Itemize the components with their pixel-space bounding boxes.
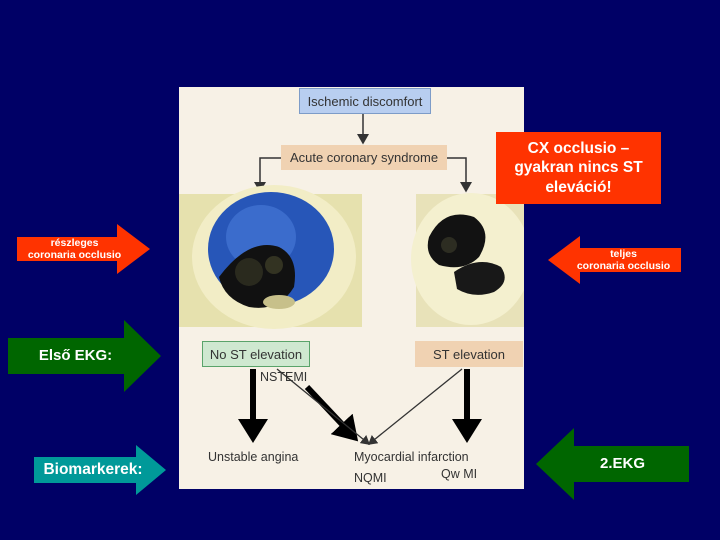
connector-acs-left xyxy=(254,157,281,193)
second-ekg-arrow xyxy=(536,428,689,500)
connector-st-to-mi xyxy=(367,368,463,445)
acs-flow-figure: Ischemic discomfort Acute coronary syndr… xyxy=(179,87,524,489)
partial-occlusion-line2: coronaria occlusio xyxy=(27,249,122,261)
total-occlusion-artery-image xyxy=(411,193,524,327)
myocardial-infarction-label: Myocardial infarction xyxy=(354,450,469,464)
partial-occlusion-line1: részleges xyxy=(50,236,99,249)
total-occlusion-label: teljes coronaria occlusio xyxy=(566,246,681,274)
flow-connectors xyxy=(179,114,524,445)
acute-coronary-syndrome-box: Acute coronary syndrome xyxy=(281,145,447,170)
second-ekg-label: 2.EKG xyxy=(599,455,645,473)
partial-occlusion-artery-image xyxy=(179,185,362,329)
nqmi-label: NQMI xyxy=(354,471,387,485)
total-occlusion-arrow xyxy=(548,236,681,284)
qw-mi-label: Qw MI xyxy=(441,467,478,481)
nstemi-label: NSTEMI xyxy=(260,370,308,384)
st-elevation-box: ST elevation xyxy=(415,341,523,367)
ischemic-discomfort-box: Ischemic discomfort xyxy=(299,88,431,114)
biomarkers-label: Biomarkerek: xyxy=(43,461,143,479)
connector-no-st-to-mi xyxy=(276,368,371,445)
total-occlusion-line1: teljes xyxy=(610,247,637,260)
cx-occlusion-note: CX occlusio – gyakran nincs ST eleváció! xyxy=(496,132,661,204)
first-ekg-arrow xyxy=(8,320,161,392)
partial-occlusion-label: részleges coronaria occlusio xyxy=(17,235,132,263)
first-ekg-label: Első EKG: xyxy=(38,347,113,365)
unstable-angina-label: Unstable angina xyxy=(208,450,299,464)
partial-occlusion-arrow xyxy=(17,224,150,274)
biomarkers-arrow xyxy=(34,445,166,495)
total-occlusion-line2: coronaria occlusio xyxy=(576,260,671,272)
no-st-elevation-box: No ST elevation xyxy=(202,341,310,367)
connector-acs-right xyxy=(447,157,472,193)
